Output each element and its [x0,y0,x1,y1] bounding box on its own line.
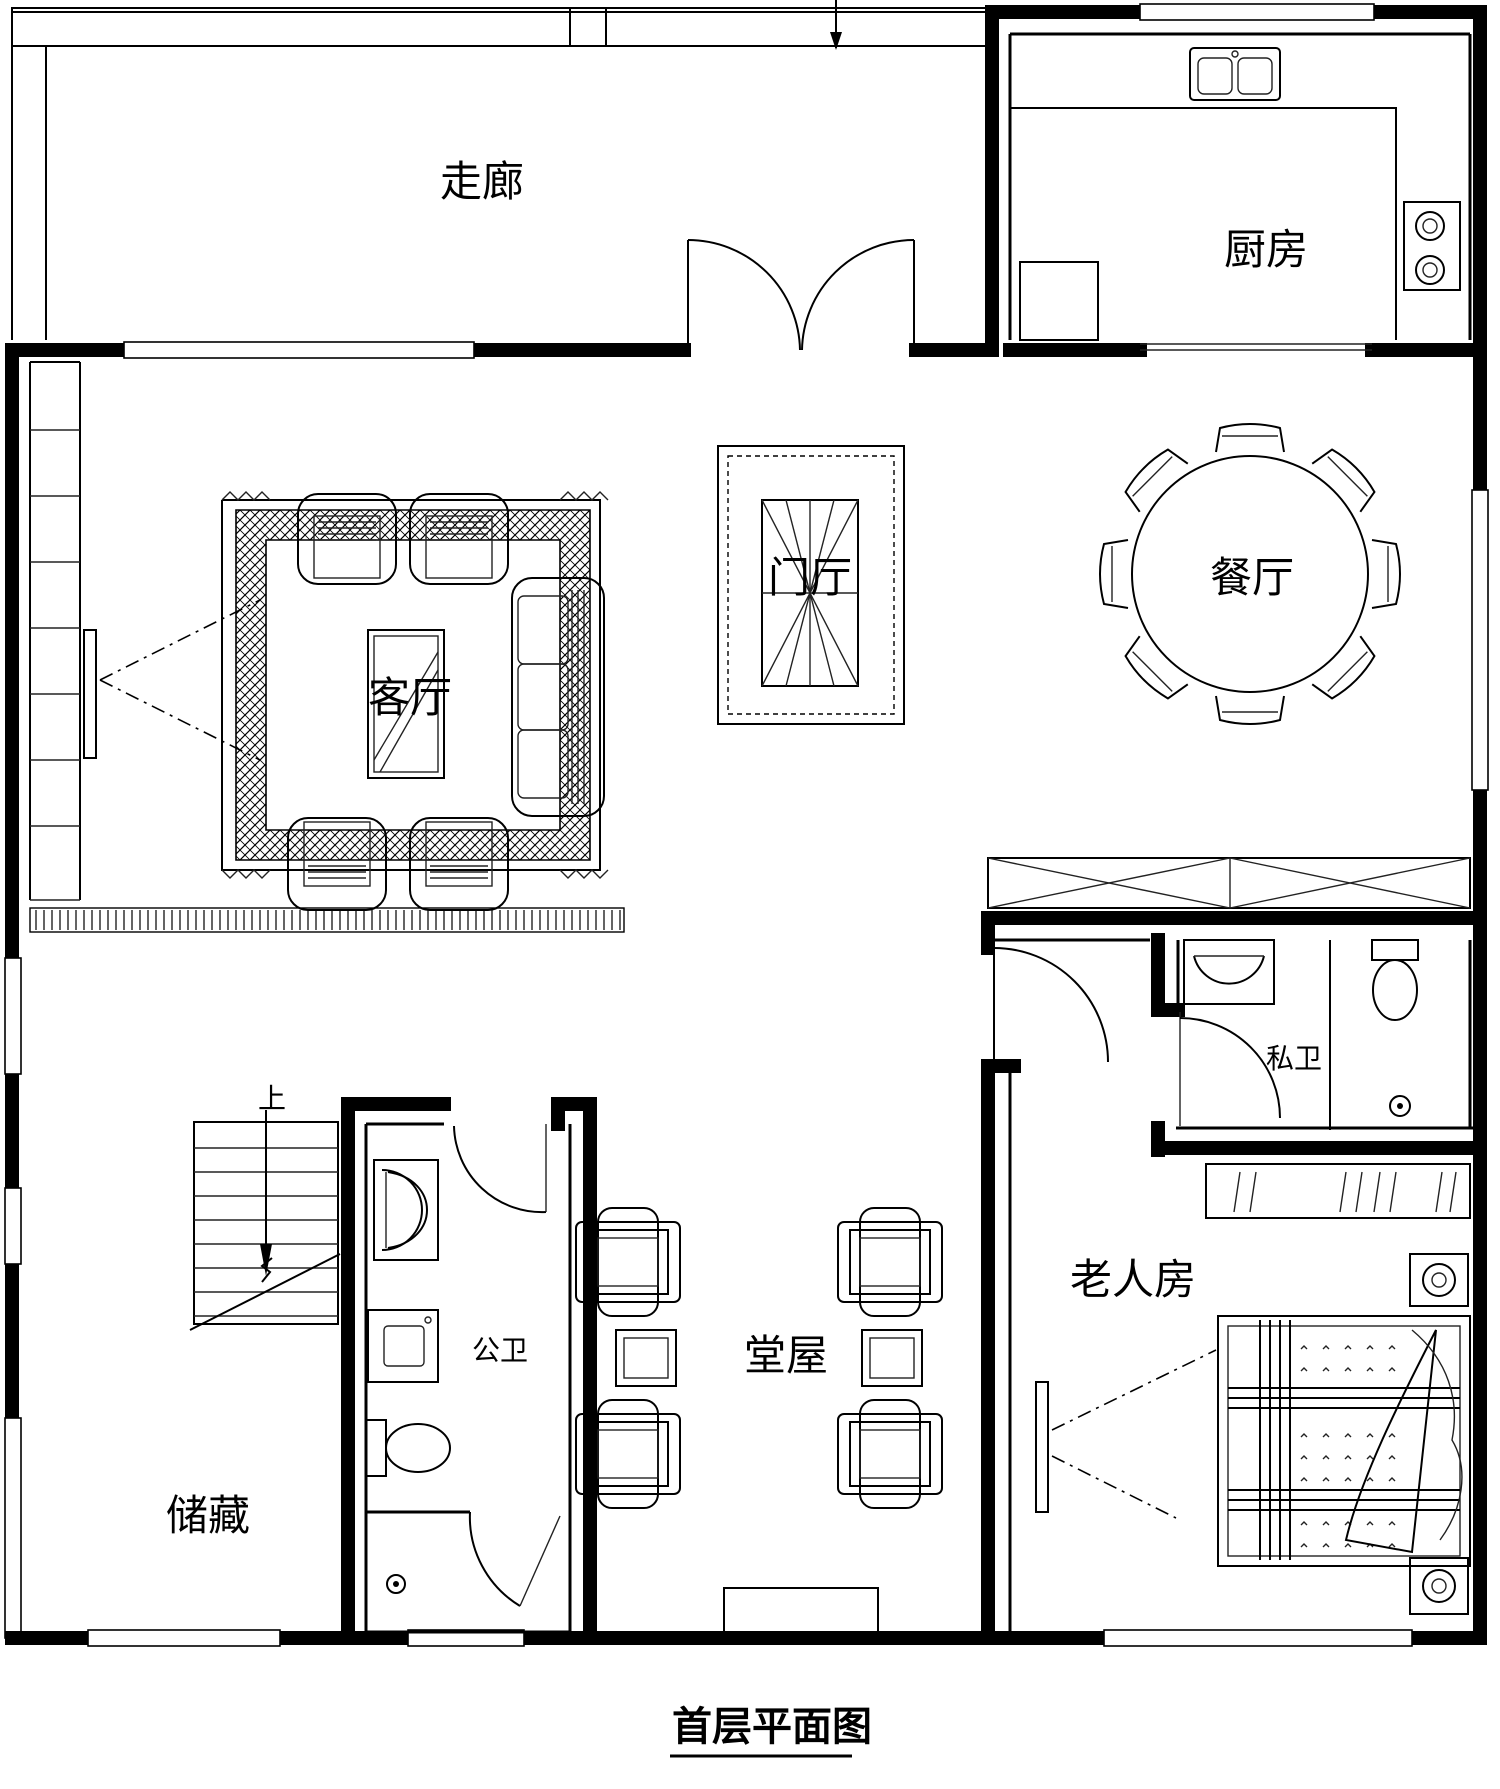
dining-chair [1311,448,1376,513]
room-label-corridor: 走廊 [440,157,524,206]
sink-icon [1189,47,1281,101]
window-bottom-2 [407,1629,525,1647]
room-label-elderly-room: 老人房 [1070,1255,1196,1304]
armchair-bottom-2 [409,817,509,911]
floor-drain-icon [1389,1095,1411,1117]
dining-chair [1311,635,1376,700]
window-left-2 [4,1187,22,1265]
dining-table [1099,423,1401,725]
storage-cabinet [987,857,1471,909]
window-bottom-3 [1103,1629,1413,1647]
basin-icon [1183,939,1275,1005]
interior-walls [341,911,1487,1645]
sofa [511,577,605,817]
window-bottom-1 [87,1629,281,1647]
room-label-living: 客厅 [368,673,452,722]
drawing-title: 首层平面图 [672,1703,872,1750]
bay-grid [30,429,80,901]
washing-machine-icon [367,1309,439,1383]
room-label-dining: 餐厅 [1210,553,1294,602]
wardrobe [1205,1163,1471,1219]
side-table [861,1329,923,1387]
foyer-rug [717,445,905,725]
dining-chair [1371,539,1401,609]
armchair-top-2 [409,493,509,585]
room-label-main-hall: 堂屋 [744,1331,828,1380]
armchair-top-1 [297,493,397,585]
hall-armchair [837,1207,943,1317]
dining-chair [1124,635,1189,700]
basin-icon [373,1159,439,1261]
staircase[interactable] [189,1110,341,1331]
window-right-dining [1471,489,1489,791]
living-room [29,361,625,933]
dining-chair [1099,539,1129,609]
room-label-kitchen: 厨房 [1224,225,1308,274]
hall-partition [981,1059,1012,1645]
tv-icon [1035,1349,1217,1519]
floor-drain-icon [386,1574,406,1594]
dining-chair [1215,695,1285,725]
public-bath-door[interactable] [453,1124,547,1214]
window-kitchen-top [1139,3,1375,21]
dining-chair [1124,448,1189,513]
window-left-1 [4,957,22,1075]
bed [1217,1253,1471,1615]
room-label-storage: 储藏 [166,1491,250,1540]
room-label-private-bath: 私卫 [1266,1042,1322,1075]
private-bath-door[interactable] [1179,1012,1281,1126]
room-label-public-bath: 公卫 [472,1334,528,1367]
entrance-double-door[interactable] [687,239,915,351]
exterior-walls [4,341,1489,1647]
window-top-living [123,341,475,359]
window-left-3 [4,1417,22,1639]
side-table [615,1329,677,1387]
hall-armchair [575,1207,681,1317]
stove-icon [1403,201,1461,291]
coffee-table [367,629,445,779]
stair-up-label: 上 [258,1082,286,1115]
public-bath-inner-door[interactable] [468,1511,561,1607]
hall-armchair [575,1399,681,1509]
room-label-foyer: 门厅 [768,553,852,602]
tv-icon [83,599,261,761]
hall-armchair [837,1399,943,1509]
toilet-icon [365,1419,451,1477]
elderly-room-door[interactable] [981,947,1109,1073]
kitchen-walls [985,3,1487,367]
armchair-bottom-1 [287,817,387,911]
dining-chair [1215,423,1285,453]
toilet-icon [1371,939,1419,1021]
hall-furniture [575,1207,943,1639]
